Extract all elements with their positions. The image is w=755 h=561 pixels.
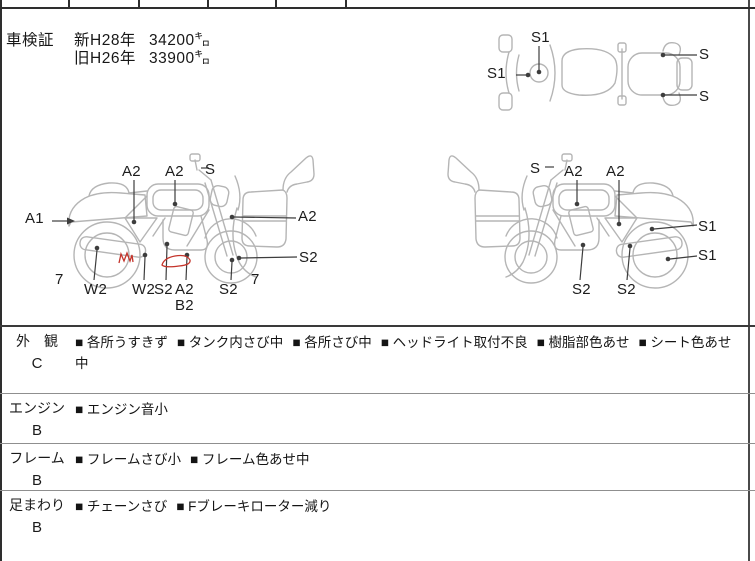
inspection-items: ■ 各所うすきず ■ タンク内さび中 ■ 各所さび中 ■ ヘッドライト取付不良 ■ 樹脂…	[75, 332, 739, 374]
shaken-old-era: 旧H26年	[74, 50, 136, 67]
inspection-items: ■ エンジン音小	[75, 399, 739, 420]
inspection-item: ■ エンジン音小	[75, 402, 168, 417]
marker-left-a2-seat: A2	[122, 163, 141, 180]
inspection-item: ■ Fブレーキローター減り	[176, 499, 332, 514]
red-circle-mark	[161, 254, 191, 268]
inspection-row-engine: エンジン B ■ エンジン音小	[0, 393, 755, 443]
inspection-category: 外 観 C	[6, 331, 68, 372]
inspection-item: ■ ヘッドライト取付不良	[380, 335, 528, 350]
marker-left-a2-tank: A2	[165, 163, 184, 180]
marker-left-s2-wheel: S2	[299, 249, 318, 266]
inspection-category: フレーム B	[6, 448, 68, 489]
marker-right-s2-muffler: S2	[617, 281, 636, 298]
category-label: フレーム	[9, 450, 65, 466]
inspection-item: ■ シート色あせ中	[75, 335, 732, 371]
grade-value: B	[31, 472, 42, 489]
inspection-item: ■ 各所うすきず	[75, 335, 168, 350]
marker-left-w2-frame: W2	[132, 281, 156, 298]
marker-left-a2-engine: A2	[175, 281, 194, 298]
header-cell-divider	[275, 0, 277, 9]
grade-value: B	[31, 519, 42, 536]
marker-right-s1-wheel: S1	[698, 247, 717, 264]
marker-left-s2-fork: S2	[219, 281, 238, 298]
marker-right-a2-tank: A2	[564, 163, 583, 180]
left-side-diagram	[52, 153, 315, 289]
marker-left-7-front: 7	[251, 271, 260, 288]
inspection-item: ■ 樹脂部色あせ	[536, 335, 630, 350]
marker-left-a2-fender: A2	[298, 208, 317, 225]
sheet-right-border	[748, 0, 750, 561]
marker-top-left-s1: S1	[487, 65, 506, 82]
inspection-row-undercarriage: 足まわり B ■ チェーンさび ■ Fブレーキローター減り	[0, 490, 755, 561]
inspection-row-exterior: 外 観 C ■ 各所うすきず ■ タンク内さび中 ■ 各所さび中 ■ ヘッドライト取付…	[0, 325, 755, 393]
marker-left-a1: A1	[25, 210, 44, 227]
right-side-diagram	[447, 153, 698, 289]
inspection-category: エンジン B	[6, 398, 68, 439]
marker-right-a2-cover: A2	[606, 163, 625, 180]
shaken-new-era: 新H28年	[74, 32, 136, 49]
header-cell-divider	[207, 0, 209, 9]
inspection-item: ■ フレームさび小	[75, 452, 181, 467]
marker-left-b2: B2	[175, 297, 194, 314]
marker-left-s2-engine: S2	[154, 281, 173, 298]
inspection-item: ■ フレーム色あせ中	[190, 452, 310, 467]
sheet-left-border	[0, 0, 2, 561]
marker-right-s1-shock: S1	[698, 218, 717, 235]
marker-top-rear-s-2: S	[699, 88, 710, 105]
marker-left-w2-muffler: W2	[84, 281, 108, 298]
marker-left-7-rear: 7	[55, 271, 64, 288]
header-cell-divider	[345, 0, 347, 9]
marker-right-s2-engine: S2	[572, 281, 591, 298]
grade-value: B	[31, 422, 42, 439]
inspection-items: ■ チェーンさび ■ Fブレーキローター減り	[75, 496, 739, 517]
header-cell-divider	[68, 0, 70, 9]
shaken-old-odometer: 33900㌔	[149, 50, 211, 67]
top-view-diagram	[498, 34, 697, 111]
category-label: 足まわり	[9, 497, 65, 513]
inspection-item: ■ 各所さび中	[292, 335, 372, 350]
marker-top-rear-s-1: S	[699, 46, 710, 63]
header-strip	[0, 0, 755, 9]
inspection-items: ■ フレームさび小 ■ フレーム色あせ中	[75, 449, 739, 470]
grade-value: C	[31, 355, 43, 372]
category-label: 外 観	[16, 333, 58, 349]
red-handwritten-marks	[118, 251, 191, 268]
marker-left-s-mirror: S	[205, 161, 216, 178]
inspection-item: ■ タンク内さび中	[176, 335, 284, 350]
shaken-new-odometer: 34200㌔	[149, 32, 211, 49]
marker-top-front-s1: S1	[531, 29, 550, 46]
inspection-row-frame: フレーム B ■ フレームさび小 ■ フレーム色あせ中	[0, 443, 755, 490]
category-label: エンジン	[9, 400, 65, 416]
shaken-title: 車検証	[6, 32, 55, 49]
marker-right-s-mirror: S	[530, 160, 541, 177]
inspection-item: ■ チェーンさび	[75, 499, 168, 514]
red-scribble-mark	[118, 251, 134, 264]
inspection-category: 足まわり B	[6, 495, 68, 536]
header-cell-divider	[138, 0, 140, 9]
